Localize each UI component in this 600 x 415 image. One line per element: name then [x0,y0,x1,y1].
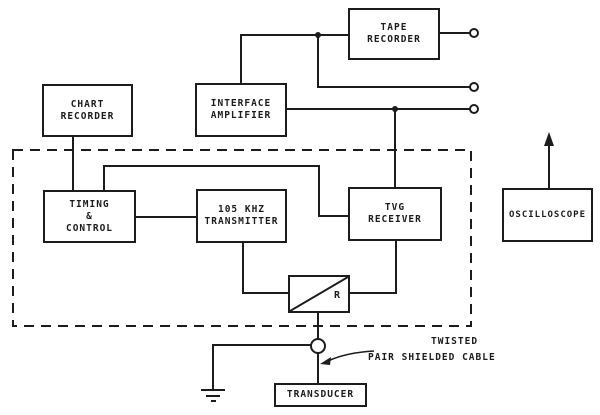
timing-control-box: TIMING & CONTROL [43,190,136,243]
tvg-receiver-box: TVG RECEIVER [348,187,442,241]
transmitter-label: 105 KHZ [217,204,266,215]
interface-amplifier-label: INTERFACE [210,98,272,109]
output-terminal-3 [469,104,479,114]
interface-amplifier-box: INTERFACE AMPLIFIER [195,83,287,137]
transducer-label: TRANSDUCER [286,389,355,400]
chart-recorder-label: RECORDER [60,110,115,122]
callout-arrowhead [320,357,331,365]
wire-timing-to-tvg [103,165,348,217]
chart-recorder-label: CHART [70,98,105,110]
oscilloscope-box: OSCILLOSCOPE [502,188,593,242]
transducer-box: TRANSDUCER [274,383,367,407]
dashed-enclosure [12,149,472,327]
cable-annotation-line1: TWISTED [431,336,479,347]
oscilloscope-label: OSCILLOSCOPE [508,210,587,220]
wire-iface-to-tape [240,34,348,84]
wire-transmitter-to-r [242,243,288,294]
r-network-box: R [288,275,350,313]
chart-recorder-box: CHART RECORDER [42,84,133,137]
interface-amplifier-label: AMPLIFIER [210,110,272,121]
transmitter-label: TRANSMITTER [204,216,279,227]
output-terminal-1 [469,28,479,38]
transmitter-box: 105 KHZ TRANSMITTER [196,189,287,243]
tape-recorder-box: TAPE RECORDER [348,8,440,60]
timing-control-label: TIMING [69,198,110,210]
output-terminal-2 [469,82,479,92]
timing-control-label: CONTROL [65,222,114,234]
r-network-label: R [333,290,341,301]
up-arrowhead [544,132,554,146]
cable-connector-circle [310,338,326,354]
cable-annotation-line2: PAIR SHIELDED CABLE [368,352,496,363]
wire-ground-run [212,344,311,390]
tape-recorder-label: RECORDER [367,34,421,45]
wire-r-to-tvg [350,241,397,294]
r-network-diagonal [290,277,348,311]
tvg-receiver-label: TVG [384,202,406,213]
tvg-receiver-label: RECEIVER [368,214,422,225]
wire-branch-terminal-2 [317,35,470,88]
tape-recorder-label: TAPE [380,22,408,33]
junction-dot [392,106,398,112]
cable-callout-curve [327,350,375,362]
timing-control-label: & [86,210,93,222]
junction-dot [315,32,321,38]
